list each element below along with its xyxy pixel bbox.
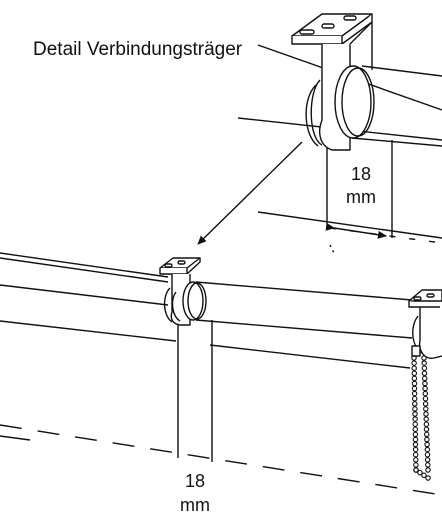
chain-bead — [412, 451, 419, 458]
chain-bead — [411, 380, 418, 387]
chain-bead — [423, 426, 430, 433]
dimension-bottom-value: 18 — [185, 471, 205, 491]
chain-bead — [412, 406, 418, 412]
chain-bead — [412, 441, 419, 448]
chain-bead — [425, 475, 431, 481]
chain-bead — [424, 451, 431, 458]
detail-title: Detail Verbindungsträger — [33, 39, 243, 60]
roller-tube — [182, 281, 413, 339]
chain-bead — [422, 395, 429, 402]
chain-bead — [412, 436, 419, 443]
chain-bead — [423, 431, 430, 438]
detail-pointer-arrow — [197, 141, 303, 245]
chain-bead — [411, 390, 418, 397]
chain-bead — [412, 411, 418, 417]
chain-bead — [424, 441, 430, 448]
dimension-top-unit: mm — [346, 187, 376, 207]
chain-bead — [421, 365, 428, 371]
chain-bead — [412, 431, 419, 438]
chain-bead — [412, 401, 418, 407]
chain-bead — [411, 355, 417, 361]
chain-bead — [412, 416, 418, 422]
chain-bead — [422, 390, 429, 397]
frame-line — [0, 435, 31, 441]
chain-bead — [422, 385, 428, 392]
chain-bead — [413, 457, 419, 463]
chain-bead — [421, 360, 427, 366]
chain-bead — [423, 411, 429, 417]
chain-bead — [421, 375, 428, 382]
end-bracket — [408, 289, 442, 359]
chain-bead — [411, 360, 417, 366]
chain-bead — [413, 467, 419, 473]
frame-line — [0, 284, 169, 306]
chain-bead — [411, 385, 418, 392]
bead-chain — [411, 355, 431, 481]
chain-bead — [423, 421, 430, 427]
chain-bead — [421, 355, 427, 361]
frame-line — [257, 211, 442, 239]
chain-bead — [413, 462, 419, 468]
chain-bead — [411, 365, 417, 371]
chain-bead — [411, 395, 418, 402]
chain-bead — [423, 416, 429, 422]
chain-bead — [423, 406, 429, 412]
chain-bead — [425, 467, 431, 473]
frame-line — [0, 257, 169, 283]
frame-line — [0, 320, 177, 342]
frame-line — [0, 252, 169, 278]
chain-bead — [425, 462, 431, 468]
chain-bead — [421, 472, 427, 479]
chain-bead — [421, 370, 428, 377]
frame-line — [0, 424, 442, 496]
chain-bead — [424, 446, 431, 453]
roller-tube — [334, 65, 442, 147]
chain-bead — [411, 375, 418, 382]
chain-bead — [422, 380, 428, 387]
dimension-tick — [329, 244, 336, 256]
chain-bead — [424, 457, 431, 463]
chain-bead — [417, 469, 423, 476]
chain-bead — [412, 446, 419, 453]
chain-bead — [412, 426, 419, 433]
chain-bead — [424, 436, 430, 443]
frame-line — [209, 344, 411, 369]
dimension-top-value: 18 — [351, 164, 371, 184]
detail-view — [237, 13, 442, 256]
dimension-arrow — [325, 222, 387, 239]
chain-bead — [422, 401, 429, 407]
main-view — [0, 252, 442, 496]
chain-bead — [411, 370, 418, 377]
dimension-bottom-unit: mm — [180, 495, 210, 515]
chain-bead — [412, 421, 418, 427]
